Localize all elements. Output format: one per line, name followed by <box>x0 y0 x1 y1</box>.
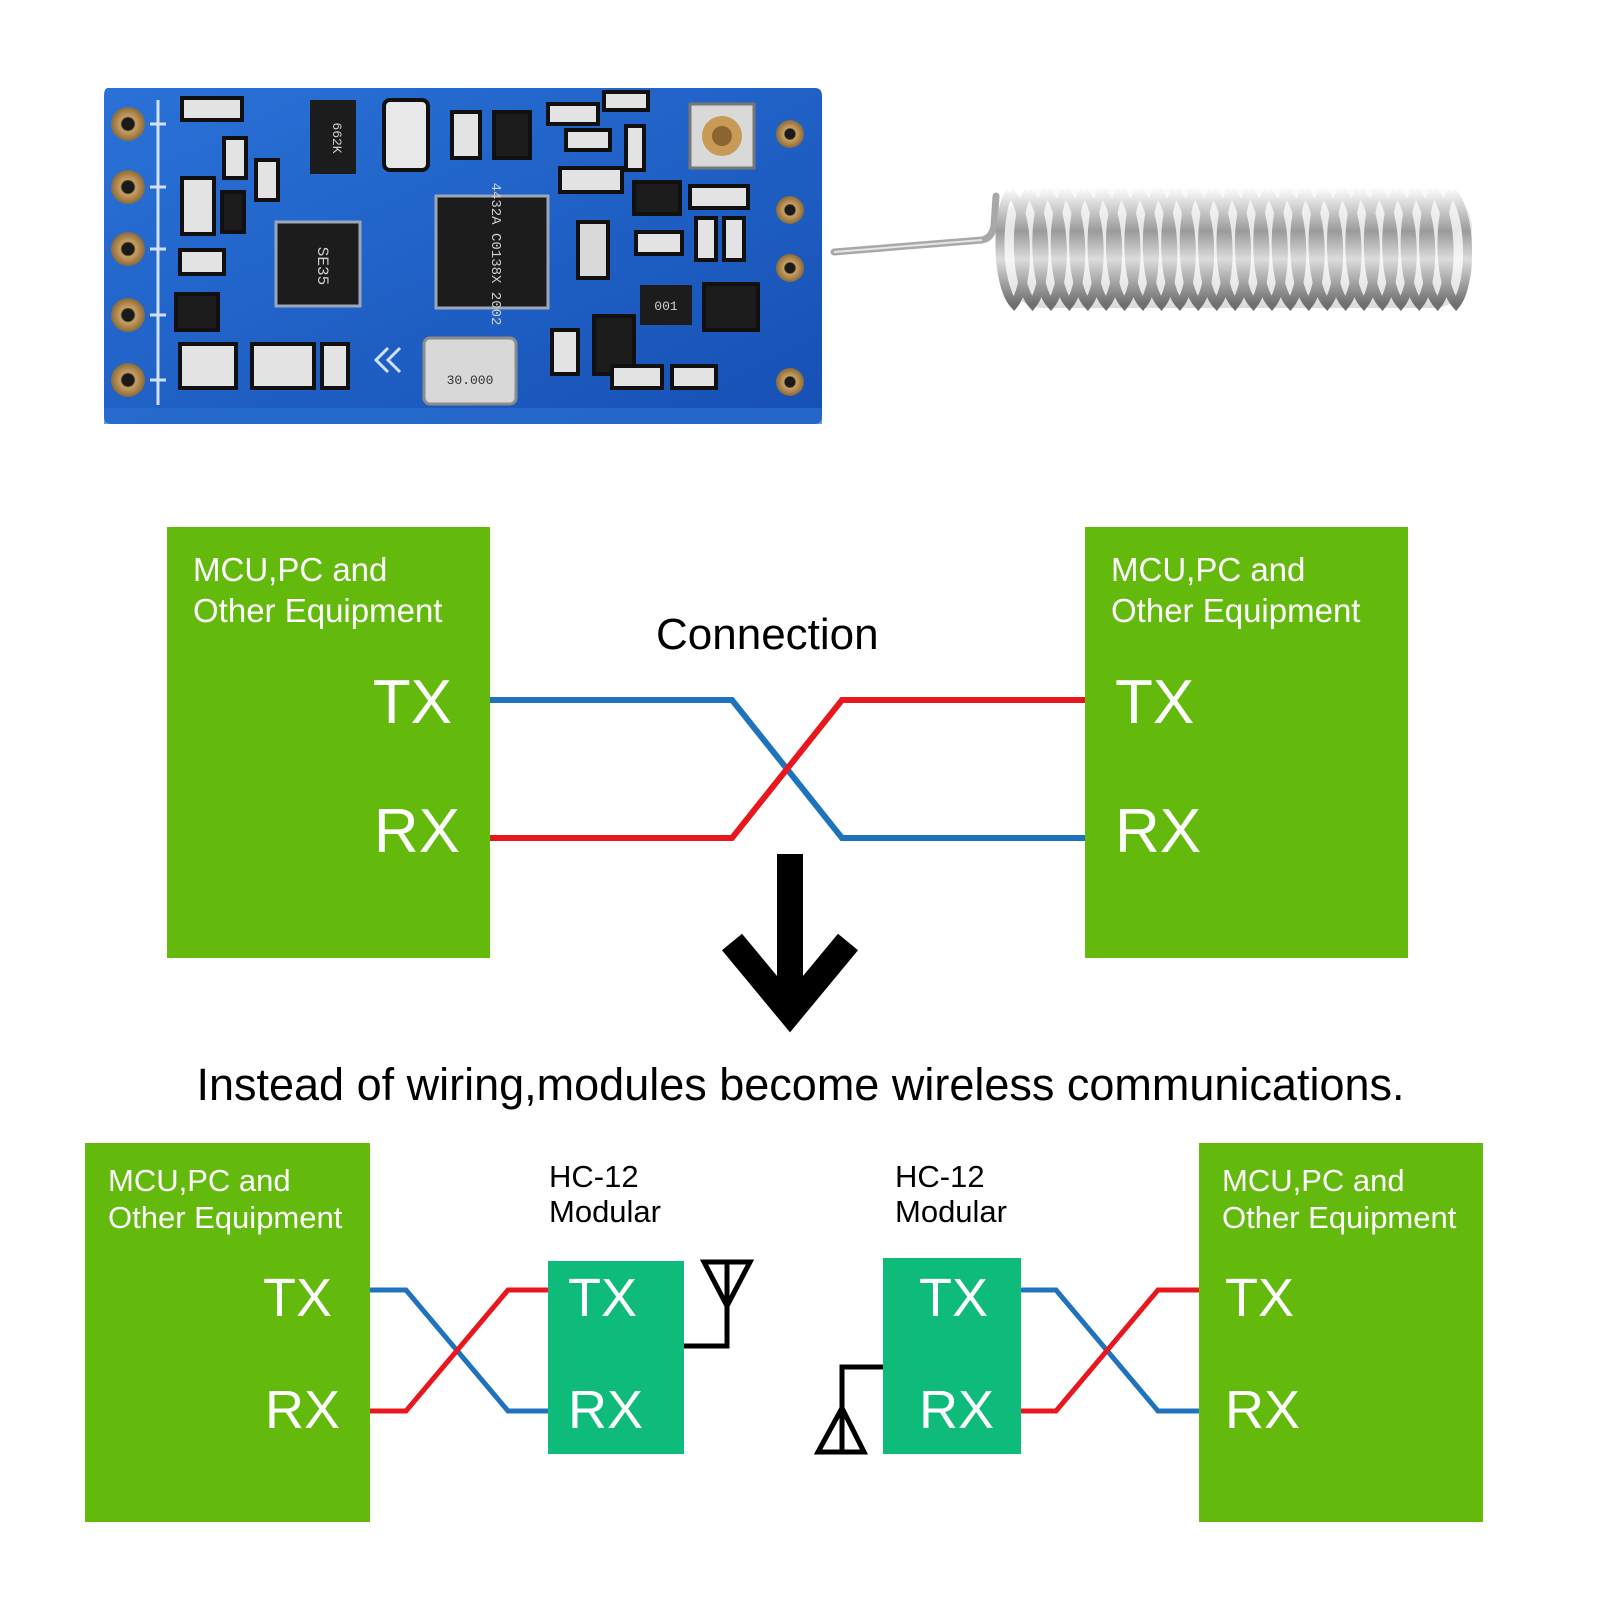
ic-chips: SE35 4432A C0138X 2002 662K 001 <box>274 100 692 326</box>
equipment-label-line1: MCU,PC and <box>193 551 388 588</box>
chip-mark-small: 001 <box>654 299 678 314</box>
spring-antenna <box>830 188 1472 311</box>
tx-pin-label: TX <box>568 1268 638 1328</box>
tx-pin-label: TX <box>372 668 452 737</box>
rx-pin-label: RX <box>264 1380 340 1440</box>
hc12-left-module: TX RX <box>548 1261 684 1454</box>
tx-pin-label: TX <box>1115 668 1195 737</box>
equipment-label-line2: Other Equipment <box>1222 1200 1457 1235</box>
crystal-mark: 30.000 <box>447 373 494 388</box>
equipment-label-line1: MCU,PC and <box>1222 1163 1405 1198</box>
equipment-label-line2: Other Equipment <box>193 592 443 629</box>
crystal-oscillator: 30.000 <box>422 336 518 406</box>
tx-pin-label: TX <box>1225 1268 1295 1328</box>
rx-pin-label: RX <box>568 1380 644 1440</box>
rx-pin-label: RX <box>919 1380 995 1440</box>
wireless-caption: Instead of wiring,modules become wireles… <box>196 1059 1405 1110</box>
coil-turn <box>1437 188 1472 311</box>
rx-pin-label: RX <box>1225 1380 1301 1440</box>
bottom-left-wire-red <box>370 1287 548 1414</box>
tx-pin-label: TX <box>919 1268 989 1328</box>
hc12-right-label-line2: Modular <box>895 1194 1007 1229</box>
ufl-connector <box>688 102 756 170</box>
equipment-label-line2: Other Equipment <box>108 1200 343 1235</box>
chip-mark-reg: 662K <box>329 122 344 153</box>
equipment-label-line2: Other Equipment <box>1111 592 1361 629</box>
hc12-left-label-line2: Modular <box>549 1194 661 1229</box>
bottom-left-equipment-box: MCU,PC and Other Equipment TX RX <box>85 1143 370 1522</box>
edge-pads <box>111 107 804 397</box>
top-wire-left-rx-to-right-tx <box>490 697 1085 841</box>
rx-pin-label: RX <box>373 797 460 866</box>
antenna-icon-left-module <box>684 1259 755 1349</box>
chip-mark-rf: 4432A C0138X 2002 <box>487 183 503 326</box>
bottom-right-wire-red <box>1021 1287 1199 1414</box>
hc12-right-label-line1: HC-12 <box>895 1159 985 1194</box>
chip-mark-mcu: SE35 <box>313 247 331 285</box>
product-photo: SE35 4432A C0138X 2002 662K 001 30.000 <box>104 88 1472 424</box>
top-left-equipment-box: MCU,PC and Other Equipment TX RX <box>167 527 490 958</box>
equipment-label-line1: MCU,PC and <box>108 1163 291 1198</box>
rx-pin-label: RX <box>1115 797 1202 866</box>
equipment-label-line1: MCU,PC and <box>1111 551 1306 588</box>
connection-title: Connection <box>656 610 879 659</box>
hc12-left-label-line1: HC-12 <box>549 1159 639 1194</box>
top-right-equipment-box: MCU,PC and Other Equipment TX RX <box>1085 527 1408 958</box>
bottom-right-equipment-box: MCU,PC and Other Equipment TX RX <box>1199 1143 1483 1522</box>
tx-pin-label: TX <box>262 1268 332 1328</box>
hc12-pcb-board: SE35 4432A C0138X 2002 662K 001 30.000 <box>104 88 822 424</box>
antenna-icon-right-module <box>813 1364 883 1455</box>
down-arrow-icon <box>721 854 859 1033</box>
passive-components <box>174 90 760 390</box>
hc12-right-module: TX RX <box>883 1258 1021 1454</box>
